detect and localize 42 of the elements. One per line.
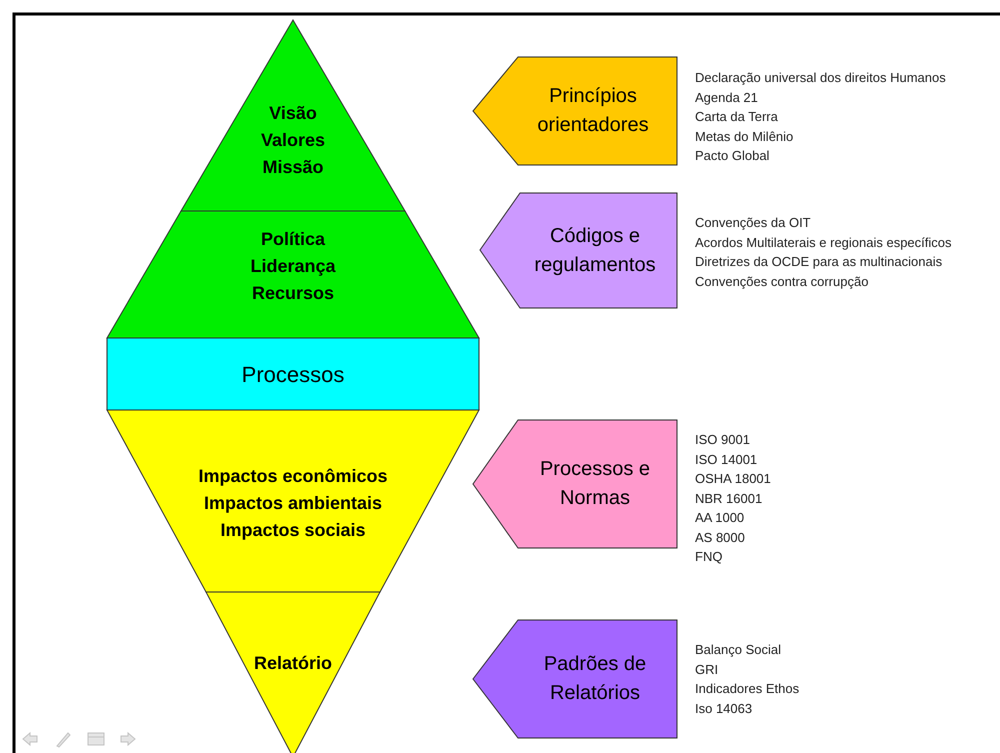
list-item: Iso 14063 <box>695 700 754 718</box>
list-item: NBR 16001 <box>695 490 764 508</box>
pentagon-tag <box>473 620 677 738</box>
band-label: Impactos ambientais <box>204 492 382 515</box>
pentagon-tag <box>473 57 677 165</box>
band-label: Relatório <box>254 652 332 674</box>
band-label: Recursos <box>252 282 334 304</box>
list-item: Indicadores Ethos <box>695 680 800 698</box>
band-label: Liderança <box>250 254 336 278</box>
tag-label: Processos e Normas <box>538 457 652 511</box>
list-item: OSHA 18001 <box>695 470 771 488</box>
tag-label: Princípios orientadores <box>536 84 650 138</box>
list-item: AS 8000 <box>695 528 746 546</box>
list-item: Declaração universal dos direitos Humanos <box>695 69 946 87</box>
list-item: Acordos Multilaterais e regionais específicos <box>695 234 952 252</box>
pentagon-tag <box>473 420 677 548</box>
tag-label: Códigos e regulamentos <box>533 224 657 278</box>
band-label: Valores <box>260 128 326 152</box>
list-item: GRI <box>695 660 720 678</box>
band-label: Impactos sociais <box>220 518 366 542</box>
diamond-band <box>181 20 405 211</box>
list-item: Carta da Terra <box>695 108 779 126</box>
list-item: Convenções contra corrupção <box>695 272 870 291</box>
list-item: Convenções da OIT <box>695 214 812 232</box>
list-item: AA 1000 <box>695 509 746 527</box>
band-label: Missão <box>262 156 324 178</box>
band-label: Visão <box>269 102 317 124</box>
list-item: FNQ <box>695 548 724 566</box>
list-item: ISO 9001 <box>695 431 751 449</box>
list-item: Agenda 21 <box>695 88 759 107</box>
diamond-band <box>107 211 479 338</box>
pentagon-tag <box>480 193 677 308</box>
list-item: Pacto Global <box>695 147 770 165</box>
band-label: Impactos econômicos <box>198 464 388 488</box>
list-item: Diretrizes da OCDE para as multinacionais <box>695 253 944 271</box>
band-label: Processos <box>242 360 344 388</box>
diamond-band <box>107 338 479 410</box>
band-label: Política <box>260 228 326 250</box>
list-item: Metas do Milênio <box>695 128 794 146</box>
tag-label: Padrões de Relatórios <box>542 652 648 706</box>
list-item: ISO 14001 <box>695 450 758 468</box>
list-item: Balanço Social <box>695 641 782 659</box>
